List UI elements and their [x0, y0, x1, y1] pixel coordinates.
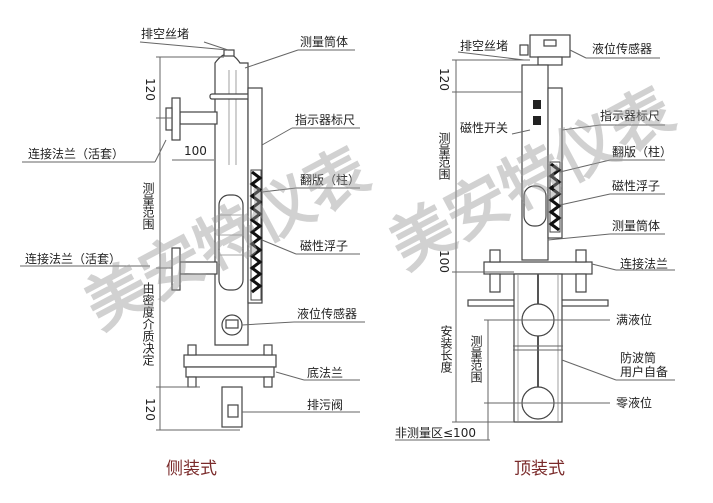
- side-top-flange: [171, 97, 181, 141]
- side-label-measuring-tube: 测量筒体: [300, 34, 348, 49]
- top-label-vent-plug: 排空丝堵: [460, 39, 508, 53]
- side-top-nozzle: [179, 111, 218, 125]
- top-label-full-level: 满液位: [616, 312, 652, 327]
- side-label-indicator-scale: 指示器标尺: [295, 112, 355, 127]
- top-label-flap: 翻版（柱）: [612, 144, 672, 159]
- top-label-measuring-range-upper: 测量范围: [437, 132, 451, 180]
- top-label-indicator-scale: 指示器标尺: [600, 108, 660, 123]
- side-dim-top: 120: [143, 78, 157, 101]
- side-label-magnetic-float: 磁性浮子: [300, 238, 348, 253]
- top-mount-caption: 顶装式: [514, 459, 565, 479]
- side-bottom-flange: [183, 354, 277, 368]
- top-label-install-length: 安装长度: [439, 324, 453, 373]
- top-label-user-supplied: 用户自备: [620, 364, 668, 379]
- top-magnetic-switch: [533, 100, 541, 109]
- side-vent-plug: [223, 49, 235, 57]
- top-dim-flange-gap: 100: [437, 250, 451, 273]
- side-label-flange-top: 连接法兰（活套）: [28, 146, 124, 161]
- side-mount-drawing: [20, 41, 365, 431]
- side-dim-bottom: 120: [143, 398, 157, 421]
- side-dim-offset: 100: [184, 144, 207, 158]
- top-label-zero-level: 零液位: [616, 395, 652, 410]
- side-label-flange-bottom: 连接法兰（活套）: [25, 251, 121, 266]
- top-flap-column: [548, 161, 562, 233]
- top-label-flange: 连接法兰: [620, 256, 668, 271]
- side-mount-caption: 侧装式: [166, 459, 217, 479]
- top-magnetic-float: [523, 185, 547, 227]
- side-label-vent-plug: 排空丝堵: [141, 27, 189, 41]
- top-measuring-tube: [521, 64, 549, 261]
- top-dim-top: 120: [437, 68, 451, 91]
- side-label-level-sensor: 液位传感器: [297, 306, 357, 321]
- top-label-level-sensor: 液位传感器: [592, 41, 652, 56]
- side-label-drain-valve: 排污阀: [307, 398, 343, 412]
- top-vent-plug: [519, 44, 529, 56]
- side-label-density-note: 由密度介质决定: [141, 282, 155, 367]
- top-label-stilling-well: 防波筒: [620, 350, 656, 365]
- top-label-measuring-tube: 测量筒体: [612, 218, 660, 233]
- top-label-magnetic-float: 磁性浮子: [612, 178, 660, 193]
- side-magnetic-float: [218, 194, 244, 291]
- side-label-flap: 翻版（柱）: [300, 172, 360, 187]
- top-label-non-measuring: 非测量区≤100: [395, 426, 476, 440]
- top-mount-drawing: [395, 34, 675, 441]
- side-label-measuring-range: 测量范围: [141, 182, 155, 230]
- side-flap-column: [249, 169, 263, 301]
- top-label-measuring-range-lower: 测量范围: [469, 335, 483, 383]
- side-label-bottom-flange: 底法兰: [307, 365, 343, 380]
- top-label-magnetic-switch: 磁性开关: [460, 120, 508, 135]
